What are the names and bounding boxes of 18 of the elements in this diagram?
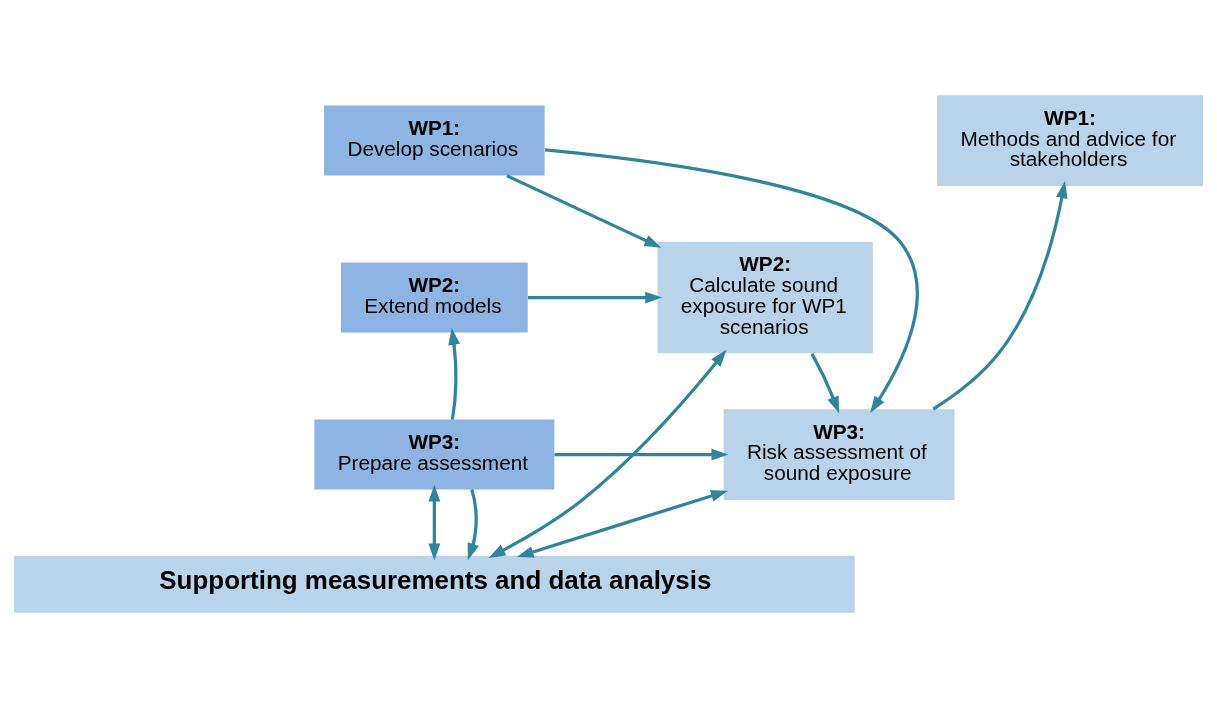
arrow: [467, 489, 479, 561]
arrow: [554, 448, 729, 461]
arrow: [516, 490, 728, 558]
node-box: WP3: Prepare assessment: [314, 419, 555, 490]
arrow: [932, 181, 1068, 411]
node-box: WP1: Methods and advice for stakeholders: [937, 95, 1203, 186]
arrow: [428, 484, 441, 561]
arrow: [544, 148, 919, 414]
node-box: WP2: Calculate sound exposure for WP1 scenarios: [657, 241, 873, 354]
node-box: WP3: Risk assessment of sound exposure: [723, 409, 955, 500]
node-box: WP1: Develop scenarios: [324, 105, 545, 176]
arrow: [506, 174, 662, 248]
arrow: [488, 349, 727, 558]
arrow: [528, 291, 663, 304]
node-box: Supporting measurements and data analysis: [14, 555, 855, 613]
arrow: [448, 327, 460, 420]
arrow: [810, 352, 840, 414]
node-box: WP2: Extend models: [340, 262, 528, 333]
